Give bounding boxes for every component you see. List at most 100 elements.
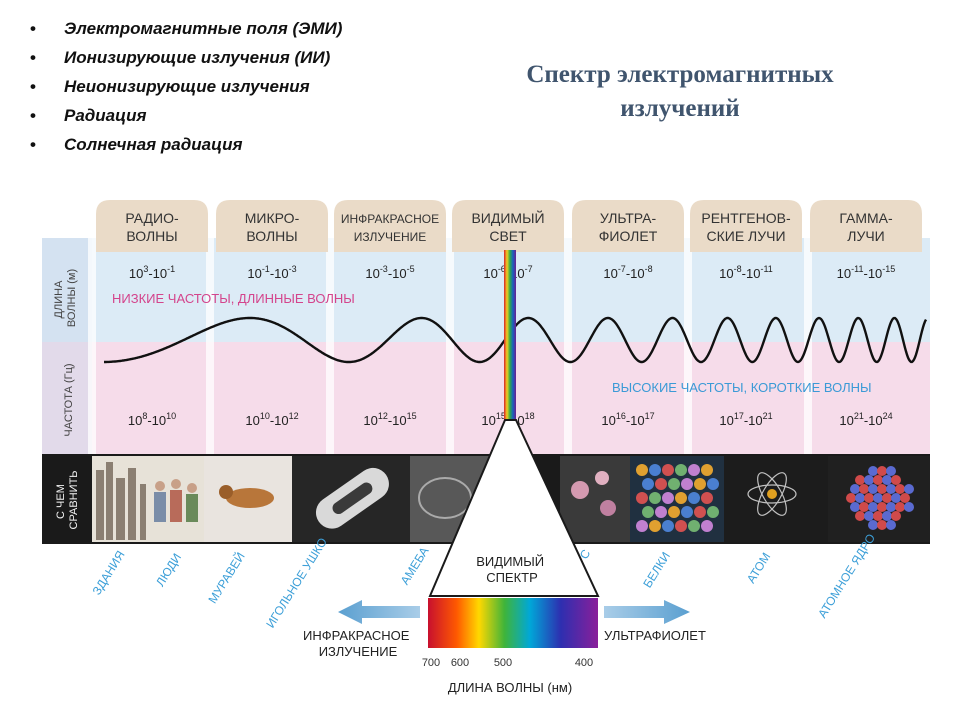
- nucleon: [868, 484, 878, 494]
- nucleus-icon: [846, 466, 914, 530]
- protein-atom: [642, 506, 654, 518]
- bullet-item: •Неионизирующие излучения: [30, 72, 342, 101]
- compare-label: ЗДАНИЯ: [90, 548, 128, 597]
- nucleon: [873, 475, 883, 485]
- nucleon: [900, 493, 910, 503]
- wavelength-row-label: ДЛИНА ВОЛНЫ (м): [53, 269, 78, 327]
- protein-atom: [649, 492, 661, 504]
- band-name: РЕНТГЕНОВ-СКИЕ ЛУЧИ: [701, 210, 791, 244]
- frequency-row-label: ЧАСТОТА (Гц): [63, 363, 75, 436]
- bullet-dot: •: [30, 48, 36, 67]
- protein-atom: [707, 506, 719, 518]
- nucleon: [877, 520, 887, 530]
- nucleon: [864, 493, 874, 503]
- band-tab: [334, 200, 446, 252]
- wavelength-value: 10-3-10-5: [365, 264, 414, 281]
- protein-atom: [636, 520, 648, 532]
- bullet-item: •Радиация: [30, 101, 342, 130]
- nucleon: [868, 502, 878, 512]
- protein-atom: [655, 506, 667, 518]
- band-tab: [452, 200, 564, 252]
- protein-atom: [675, 464, 687, 476]
- virus-image: [560, 456, 630, 542]
- protein-atom: [668, 478, 680, 490]
- bullet-text: Ионизирующие излучения (ИИ): [64, 48, 331, 67]
- protein-atom: [668, 506, 680, 518]
- wavelength-value: 103-10-1: [129, 264, 175, 281]
- nucleon: [855, 475, 865, 485]
- frequency-value: 1017-1021: [719, 411, 772, 428]
- frequency-value: 1016-1017: [601, 411, 654, 428]
- nucleon: [877, 466, 887, 476]
- bullet-item: •Солнечная радиация: [30, 130, 342, 159]
- compare-row-label: С ЧЕМ СРАВНИТЬ: [55, 470, 80, 529]
- nucleon: [873, 493, 883, 503]
- low-frequency-label: НИЗКИЕ ЧАСТОТЫ, ДЛИННЫЕ ВОЛНЫ: [112, 291, 355, 306]
- band-tab: [216, 200, 328, 252]
- nucleon: [850, 502, 860, 512]
- protein-atom: [636, 464, 648, 476]
- wavelength-value: 10-8-10-11: [719, 264, 773, 281]
- people-icon: [154, 479, 198, 522]
- band-header: УЛЬТРА-ФИОЛЕТ: [572, 200, 684, 252]
- protein-atom: [707, 478, 719, 490]
- compare-label: АМЕБА: [398, 545, 432, 588]
- compare-label: БЕЛКИ: [640, 549, 673, 590]
- band-tab: [690, 200, 802, 252]
- bullet-list: •Электромагнитные поля (ЭМИ) • Ионизирующ…: [30, 14, 342, 159]
- protein-atom: [636, 492, 648, 504]
- proteins-icon: [636, 464, 719, 532]
- nucleon: [868, 466, 878, 476]
- band-name: УЛЬТРА-ФИОЛЕТ: [599, 210, 658, 244]
- bullet-dot: •: [30, 135, 36, 154]
- column-separator: [684, 200, 692, 454]
- frequency-value: 1021-1024: [839, 411, 892, 428]
- nucleon: [895, 484, 905, 494]
- band-header: МИКРО-ВОЛНЫ: [216, 200, 328, 252]
- tick-label: 600: [451, 657, 469, 669]
- protein-atom: [694, 506, 706, 518]
- band-tab: [810, 200, 922, 252]
- band-tab: [572, 200, 684, 252]
- visible-spectrum-bar: [428, 598, 598, 648]
- protein-atom: [662, 464, 674, 476]
- nucleon: [864, 475, 874, 485]
- protein-atom: [688, 520, 700, 532]
- nucleon: [868, 520, 878, 530]
- row-label-column: [42, 238, 92, 454]
- band-tab: [96, 200, 208, 252]
- atom-icon: [747, 472, 797, 516]
- nucleon: [864, 511, 874, 521]
- frequency-value: 108-1010: [128, 411, 176, 428]
- nucleon: [855, 511, 865, 521]
- nucleon: [859, 484, 869, 494]
- protein-atom: [649, 464, 661, 476]
- nucleon: [886, 466, 896, 476]
- protein-atom: [662, 492, 674, 504]
- protein-atom: [688, 464, 700, 476]
- tick-label: 500: [494, 657, 512, 669]
- nucleon: [877, 502, 887, 512]
- nucleon: [891, 475, 901, 485]
- nucleon: [850, 484, 860, 494]
- frequency-value: 1010-1012: [245, 411, 298, 428]
- bullet-dot: •: [30, 77, 36, 96]
- ant-icon: [226, 488, 274, 508]
- wavelength-band: [42, 238, 930, 342]
- compare-label: АТОМ: [744, 550, 773, 586]
- visible-spectrum-funnel: [428, 419, 600, 597]
- nucleon: [886, 520, 896, 530]
- bullet-item: •Электромагнитные поля (ЭМИ): [30, 14, 342, 43]
- protein-atom: [681, 478, 693, 490]
- nucleon: [855, 493, 865, 503]
- column-separator: [446, 200, 454, 454]
- infrared-label: ИНФРАКРАСНОЕ ИЗЛУЧЕНИЕ: [303, 628, 413, 659]
- nucleon: [846, 493, 856, 503]
- compare-label: МУРАВЕЙ: [205, 549, 248, 606]
- nucleon: [904, 484, 914, 494]
- high-frequency-label: ВЫСОКИЕ ЧАСТОТЫ, КОРОТКИЕ ВОЛНЫ: [612, 380, 872, 395]
- band-header: РАДИО-ВОЛНЫ: [96, 200, 208, 252]
